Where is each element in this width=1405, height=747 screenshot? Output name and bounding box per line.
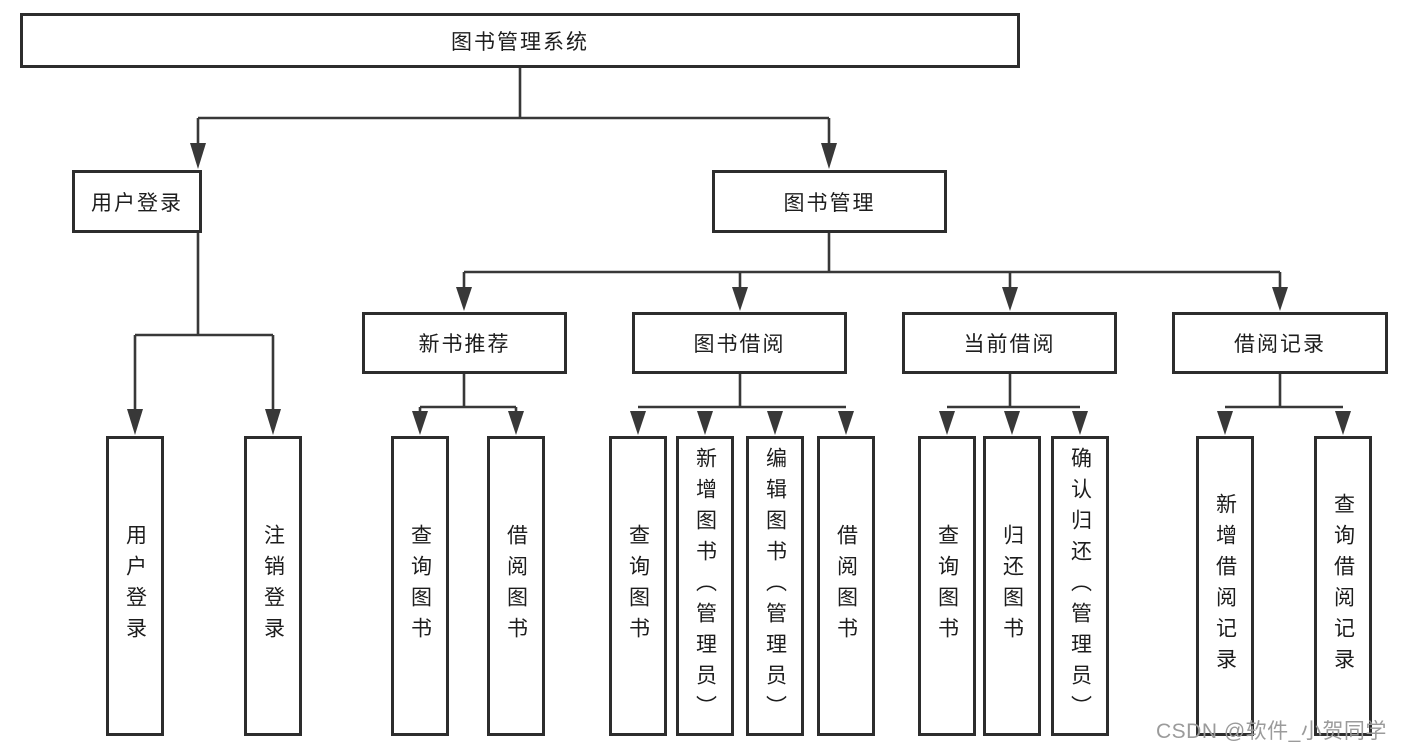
leaf-return-books: 归还图书 <box>983 436 1041 736</box>
leaf-edit-book-admin: 编辑图书（管理员） <box>746 436 804 736</box>
connector-book-mgmt-to-level3 <box>456 232 1288 311</box>
node-label: 归还图书 <box>1000 524 1024 648</box>
node-book-management: 图书管理 <box>712 170 947 233</box>
node-label: 借阅图书 <box>504 524 528 648</box>
connector-root-to-level2 <box>190 68 837 169</box>
leaf-borrow-books-recommend: 借阅图书 <box>487 436 545 736</box>
node-label: 新书推荐 <box>418 333 511 356</box>
node-root-library-system: 图书管理系统 <box>20 13 1020 68</box>
node-label: 借阅记录 <box>1234 333 1326 356</box>
node-label: 查询图书 <box>935 524 959 648</box>
leaf-logout: 注销登录 <box>244 436 302 736</box>
node-borrowing-records: 借阅记录 <box>1172 312 1388 374</box>
node-label: 新增借阅记录 <box>1213 493 1237 679</box>
node-label: 注销登录 <box>261 524 285 648</box>
leaf-confirm-return-admin: 确认归还（管理员） <box>1051 436 1109 736</box>
node-label: 编辑图书（管理员） <box>763 446 787 726</box>
node-label: 查询图书 <box>626 524 650 648</box>
leaf-query-books-current: 查询图书 <box>918 436 976 736</box>
leaf-add-borrow-record: 新增借阅记录 <box>1196 436 1254 736</box>
node-label: 用户登录 <box>123 524 147 648</box>
node-label: 查询借阅记录 <box>1331 493 1355 679</box>
node-label: 新增图书（管理员） <box>693 446 717 726</box>
leaf-borrow-books: 借阅图书 <box>817 436 875 736</box>
leaf-query-books-borrow: 查询图书 <box>609 436 667 736</box>
node-new-book-recommendation: 新书推荐 <box>362 312 567 374</box>
node-label: 图书借阅 <box>693 333 786 356</box>
node-current-borrowing: 当前借阅 <box>902 312 1117 374</box>
node-label: 当前借阅 <box>963 333 1056 356</box>
node-label: 查询图书 <box>408 524 432 648</box>
node-book-borrowing: 图书借阅 <box>632 312 847 374</box>
node-label: 用户登录 <box>91 191 183 215</box>
leaf-add-book-admin: 新增图书（管理员） <box>676 436 734 736</box>
connector-current-borrow-to-leaves <box>939 374 1088 435</box>
leaf-user-login: 用户登录 <box>106 436 164 736</box>
node-label: 图书管理系统 <box>451 30 589 54</box>
node-label: 借阅图书 <box>834 524 858 648</box>
connector-user-login-to-leaves <box>127 233 281 435</box>
node-label: 确认归还（管理员） <box>1068 446 1092 726</box>
leaf-query-borrow-record: 查询借阅记录 <box>1314 436 1372 736</box>
csdn-watermark: CSDN @软件_小贺同学 <box>1156 720 1387 743</box>
connector-book-borrow-to-leaves <box>630 374 854 435</box>
leaf-query-books-recommend: 查询图书 <box>391 436 449 736</box>
connector-new-book-rec-to-leaves <box>412 374 524 435</box>
node-user-login-group: 用户登录 <box>72 170 202 233</box>
connector-borrow-records-to-leaves <box>1217 374 1351 435</box>
node-label: 图书管理 <box>783 191 876 215</box>
